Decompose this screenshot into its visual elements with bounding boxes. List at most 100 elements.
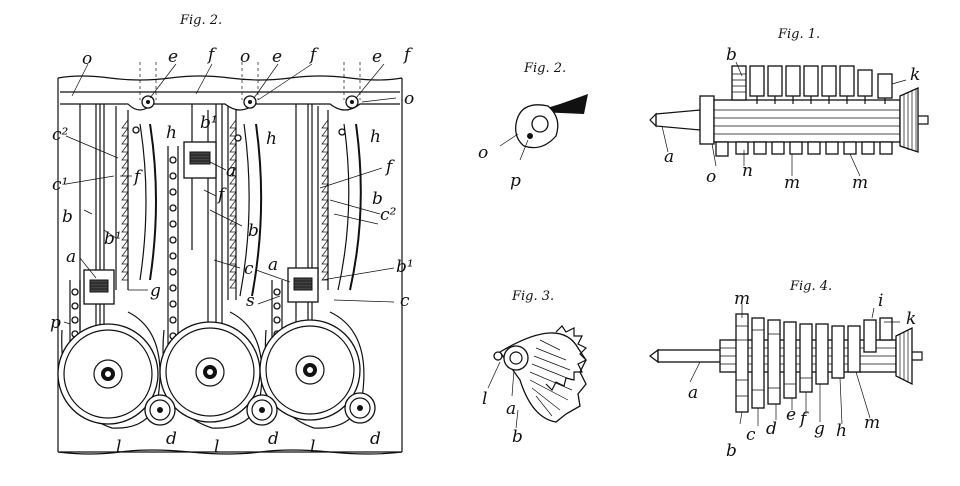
slide-block-upper [183, 141, 217, 179]
main-label-c-right: c [400, 291, 410, 311]
leader-lines [63, 63, 397, 325]
fig4-label-e: e [786, 405, 796, 425]
main-label-l1: l [116, 437, 121, 457]
fig4-caption: Fig. 4. [789, 279, 832, 294]
figure-1-drum: Fig. 1. b k a o [649, 27, 929, 193]
fig4-label-h: h [836, 421, 847, 441]
fig4-label-g: g [814, 419, 825, 439]
fig4-label-f: f [798, 409, 809, 429]
main-label-h3: h [370, 127, 381, 147]
gear-hub [503, 345, 529, 371]
main-label-b1-mid: b¹ [200, 113, 218, 133]
fig1-label-b: b [726, 45, 737, 65]
small-wheel-1 [144, 394, 176, 426]
fig2-label-o: o [478, 143, 488, 163]
main-label-a-lower: a [268, 255, 278, 275]
figure-2-cam: Fig. 2. o p [478, 61, 588, 191]
top-plate-lower [60, 103, 400, 111]
main-label-o-top-left: o [82, 49, 92, 69]
main-label-d2: d [268, 429, 279, 449]
fig1-bevel-gear [899, 86, 919, 153]
cam-pivot [527, 133, 533, 139]
gear-teeth [545, 325, 588, 392]
pin-h-right [338, 128, 346, 136]
fig3-label-b: b [512, 427, 523, 447]
frame-bottom-edge [57, 449, 403, 455]
main-label-b-mid: b [248, 221, 259, 241]
fig2-label-p: p [510, 171, 521, 191]
wheel-right [259, 319, 361, 421]
main-label-h2: h [266, 129, 277, 149]
pin-h-left [132, 126, 140, 134]
fig1-shaft-left [655, 109, 701, 131]
fig1-discs [715, 141, 893, 157]
figure-3-gear-sector: Fig. 3. l a b [482, 289, 588, 447]
main-label-p-left: p [50, 313, 61, 333]
spring-left [149, 123, 157, 281]
fig3-label-a: a [506, 399, 516, 419]
fig3-label-l: l [482, 389, 487, 409]
main-label-c2-left: c² [52, 125, 69, 145]
main-label-f3: f [402, 45, 413, 65]
main-label-a-mid: a [226, 161, 236, 181]
fig4-label-m-top: m [734, 289, 750, 309]
slide-block-left [83, 269, 115, 305]
main-label-d3: d [370, 429, 381, 449]
main-label-f2: f [308, 45, 319, 65]
pivot-screw-1 [141, 95, 155, 109]
gear-pin [493, 351, 503, 361]
main-label-b1-left: b¹ [104, 229, 122, 249]
fig3-caption: Fig. 3. [511, 289, 554, 304]
fig2-small-caption: Fig. 2. [523, 61, 566, 76]
fig4-label-m: m [864, 413, 880, 433]
main-label-c2-right: c² [380, 205, 397, 225]
fig4-label-d: d [766, 419, 777, 439]
small-wheel-2 [246, 394, 278, 426]
main-label-b1-right: b¹ [396, 257, 414, 277]
main-label-f-mid: f [216, 185, 227, 205]
main-label-l3: l [310, 437, 315, 457]
fig1-label-a: a [664, 147, 674, 167]
fig1-label-m2: m [852, 173, 868, 193]
fig1-caption: Fig. 1. [777, 27, 820, 42]
main-figure: Fig. 2. [50, 13, 414, 457]
main-label-d1: d [166, 429, 177, 449]
main-label-f-right: f [384, 157, 395, 177]
fig1-label-n: n [742, 161, 753, 181]
main-figure-caption: Fig. 2. [179, 13, 222, 28]
fig4-discs [735, 313, 893, 413]
main-label-g-left: g [150, 281, 161, 301]
fig4-label-k: k [906, 309, 916, 329]
fig1-label-o: o [706, 167, 716, 187]
main-label-b-right: b [372, 189, 383, 209]
frame-top-edge [57, 75, 403, 81]
slide-block-right [287, 267, 319, 303]
main-label-o-right: o [404, 89, 414, 109]
main-label-c1-left: c¹ [52, 175, 68, 195]
fig1-drum-body [713, 99, 901, 143]
pivot-screw-2 [243, 95, 257, 109]
main-label-l2: l [214, 437, 219, 457]
fig1-label-k: k [910, 65, 920, 85]
main-label-h1: h [166, 123, 177, 143]
pivot-screw-3 [345, 95, 359, 109]
main-label-e3: e [372, 47, 382, 67]
main-label-b-left: b [62, 207, 73, 227]
main-label-o-mid: o [240, 47, 250, 67]
fig1-label-m1: m [784, 173, 800, 193]
dashed-guides [139, 62, 361, 100]
fig4-label-a: a [688, 383, 698, 403]
fig4-label-b: b [726, 441, 737, 461]
wheel-left [57, 323, 159, 425]
main-label-e1: e [168, 47, 178, 67]
pin-h-mid [234, 134, 242, 142]
main-label-f-left: f [132, 167, 143, 187]
wheel-middle [159, 321, 261, 423]
rack-bar-middle [191, 104, 237, 330]
figure-4-drum-exploded: Fig. 4. m i k a b c d e f g h m [649, 279, 923, 461]
spring-middle [251, 123, 263, 297]
main-label-a-left: a [66, 247, 76, 267]
rack-bar-left [79, 104, 129, 330]
fig4-label-c: c [746, 425, 756, 445]
fig1-keys [731, 65, 893, 104]
